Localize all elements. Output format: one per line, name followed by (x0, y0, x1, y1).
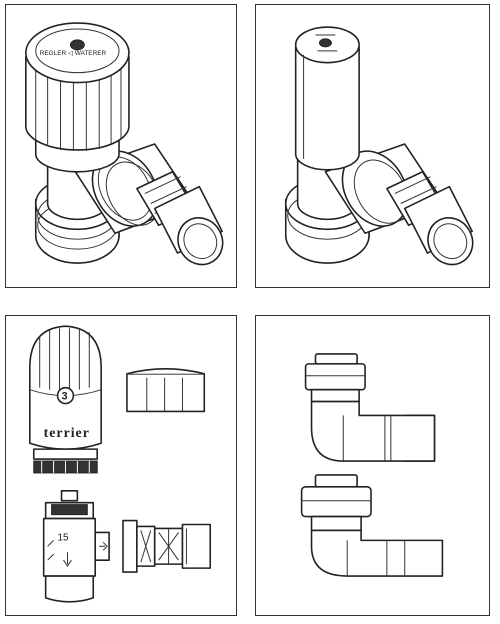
dial-number: 3 (62, 391, 68, 403)
lockshield-valve-icon (284, 26, 474, 266)
elbow-fitting-icon (300, 353, 444, 577)
thermostatic-parts-panel: 3 terrier 15 (5, 315, 237, 616)
body-number: 15 (58, 532, 70, 543)
brand-label: terrier (44, 426, 90, 441)
thermostatic-valve-exploded-icon: 3 terrier 15 (29, 325, 212, 603)
elbow-fittings-panel (255, 315, 490, 616)
manual-radiator-valve-icon: REGLER ◁ WATERER (25, 22, 224, 266)
manual-valve-panel: REGLER ◁ WATERER (5, 4, 237, 288)
cap-text: REGLER ◁ WATERER (40, 50, 107, 57)
lockshield-valve-panel (255, 4, 490, 288)
